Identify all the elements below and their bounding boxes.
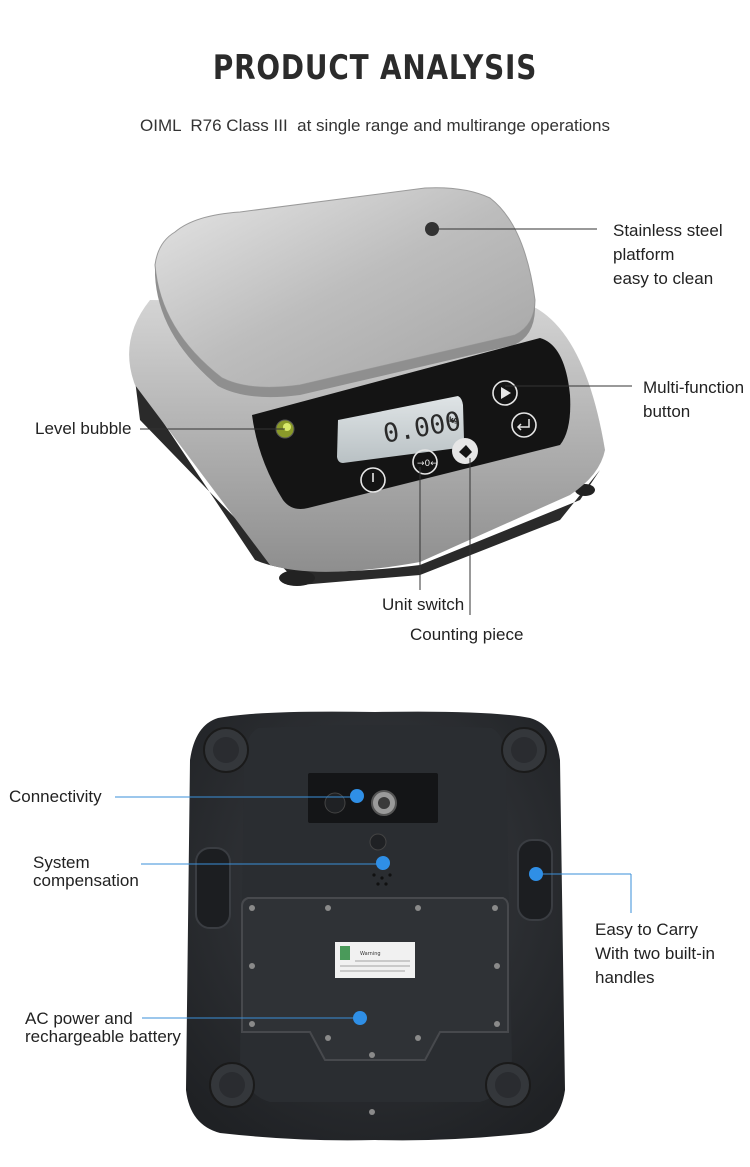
page-title: PRODUCT ANALYSIS (212, 48, 538, 88)
rubber-foot (485, 1062, 531, 1108)
label-easy-to-carry: Easy to Carry With two built-in handles (595, 920, 715, 987)
label-multi-function-button: Multi-function button (643, 378, 745, 421)
label-system-compensation: System compensation (33, 853, 139, 890)
label-level-bubble: Level bubble (35, 419, 132, 438)
callout-dot (425, 222, 439, 236)
left-handle (195, 847, 231, 929)
sticker-title: Warning (360, 951, 381, 957)
enter-icon (516, 419, 530, 431)
battery-cover (241, 897, 509, 1061)
screws (249, 905, 500, 1115)
callout-dot (353, 1011, 367, 1025)
page-subtitle: OIML R76 Class III at single range and m… (140, 116, 610, 135)
power-button[interactable] (360, 467, 386, 493)
callout-dot (529, 867, 543, 881)
label-counting-piece: Counting piece (410, 625, 524, 644)
counting-piece-button[interactable] (452, 438, 478, 464)
lcd-display (337, 396, 464, 463)
label-stainless-steel-platform: Stainless steel platform easy to clean (613, 221, 723, 288)
rubber-foot (203, 727, 249, 773)
enter-button[interactable] (511, 412, 537, 438)
counting-icon (459, 445, 472, 458)
foot (279, 570, 315, 586)
label-unit-switch: Unit switch (382, 595, 465, 614)
unit-switch-icon: →0← (417, 459, 438, 469)
scale-top-view: 0.000 kg →0← (129, 187, 632, 615)
unit-switch-button[interactable]: →0← (412, 449, 438, 475)
lcd-unit: kg (449, 416, 459, 424)
callout-dot (376, 856, 390, 870)
level-bubble-highlight (283, 423, 291, 431)
multi-function-button[interactable] (492, 380, 518, 406)
play-icon (501, 387, 511, 399)
compensation-holes (372, 873, 392, 886)
rubber-foot (209, 1062, 255, 1108)
label-ac-power-battery: AC power and rechargeable battery (25, 1009, 181, 1046)
label-connectivity: Connectivity (9, 787, 102, 806)
scale-bottom-view: Warning (115, 711, 632, 1141)
callout-dot (350, 789, 364, 803)
rubber-foot (501, 727, 547, 773)
